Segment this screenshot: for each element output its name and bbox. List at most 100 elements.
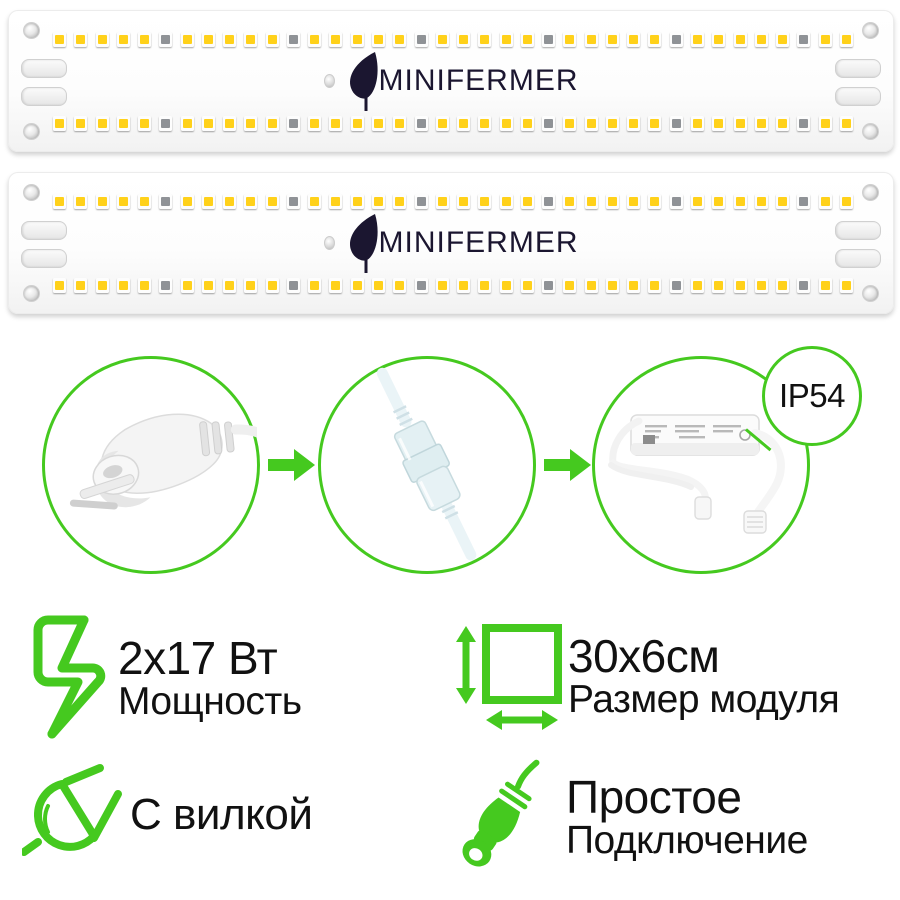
led-warm [839,193,853,209]
led-warm [223,31,237,47]
led-warm [563,31,577,47]
led-warm [74,115,88,131]
ip54-badge: IP54 [762,346,862,446]
led-warm [138,193,152,209]
led-warm [116,277,130,293]
led-warm [584,31,598,47]
solder-pad [835,87,881,106]
led-warm [435,115,449,131]
led-warm [329,31,343,47]
led-warm [839,31,853,47]
led-cool [286,31,300,47]
led-warm [776,31,790,47]
led-warm [478,277,492,293]
led-warm [478,115,492,131]
led-warm [95,31,109,47]
led-warm [584,193,598,209]
led-warm [605,115,619,131]
process-step-power-plug [42,356,273,574]
led-warm [563,115,577,131]
feature-plug-title: С вилкой [130,789,313,839]
mounting-hole-icon [862,123,879,140]
led-cool [542,115,556,131]
led-warm [520,277,534,293]
solder-pad [21,221,67,240]
led-warm [776,277,790,293]
led-cool [669,115,683,131]
led-cool [159,31,173,47]
led-warm [393,31,407,47]
led-cool [286,277,300,293]
power-plug-photo [69,413,273,510]
led-warm [244,277,258,293]
feature-power-subtitle: Мощность [118,679,302,723]
solder-pad [21,87,67,106]
led-warm [244,115,258,131]
mounting-hole-icon [23,285,40,302]
mounting-hole-icon [862,184,879,201]
led-warm [499,193,513,209]
led-warm [393,115,407,131]
power-plug-icon [22,760,130,870]
solder-pad [21,249,67,268]
led-warm [95,115,109,131]
leaf-icon [345,212,385,274]
led-warm [435,277,449,293]
led-warm [712,31,726,47]
led-row-top [53,192,853,210]
led-cool [669,277,683,293]
led-warm [754,193,768,209]
led-warm [457,31,471,47]
led-row-top [53,30,853,48]
led-warm [733,277,747,293]
arrow-right-icon [544,449,591,481]
dimensions-square-icon [448,614,568,739]
led-warm [350,277,364,293]
led-warm [74,277,88,293]
led-warm [690,115,704,131]
led-warm [138,277,152,293]
led-warm [180,193,194,209]
led-warm [116,193,130,209]
led-warm [265,31,279,47]
led-warm [648,193,662,209]
led-warm [74,193,88,209]
led-warm [329,115,343,131]
mounting-hole-icon [862,22,879,39]
led-warm [308,31,322,47]
feature-plug: С вилкой [22,760,313,870]
led-warm [754,277,768,293]
led-warm [53,31,66,47]
led-warm [712,277,726,293]
led-warm [818,277,832,293]
mounting-hole-icon [23,123,40,140]
feature-plug-text: С вилкой [130,789,313,839]
solder-pad [835,59,881,78]
feature-easy-text: Простое Подключение [566,773,808,861]
led-cool [414,193,428,209]
led-warm [520,115,534,131]
mounting-hole-icon [23,22,40,39]
brand-logo: MINIFERMER [9,50,893,112]
led-warm [308,277,322,293]
led-warm [520,193,534,209]
led-warm [223,115,237,131]
led-warm [648,115,662,131]
led-warm [499,115,513,131]
led-warm [350,115,364,131]
brand-name: MINIFERMER [378,226,579,259]
led-warm [839,277,853,293]
arrow-right-icon [268,449,315,481]
led-warm [350,193,364,209]
led-warm [180,277,194,293]
led-warm [180,31,194,47]
feature-power-text: 2x17 Вт Мощность [118,634,302,723]
led-warm [712,193,726,209]
led-cool [286,115,300,131]
led-warm [244,31,258,47]
process-step-cable-connector [318,356,536,574]
led-warm [223,193,237,209]
led-warm [733,115,747,131]
led-warm [371,277,385,293]
led-row-bottom [53,276,853,294]
